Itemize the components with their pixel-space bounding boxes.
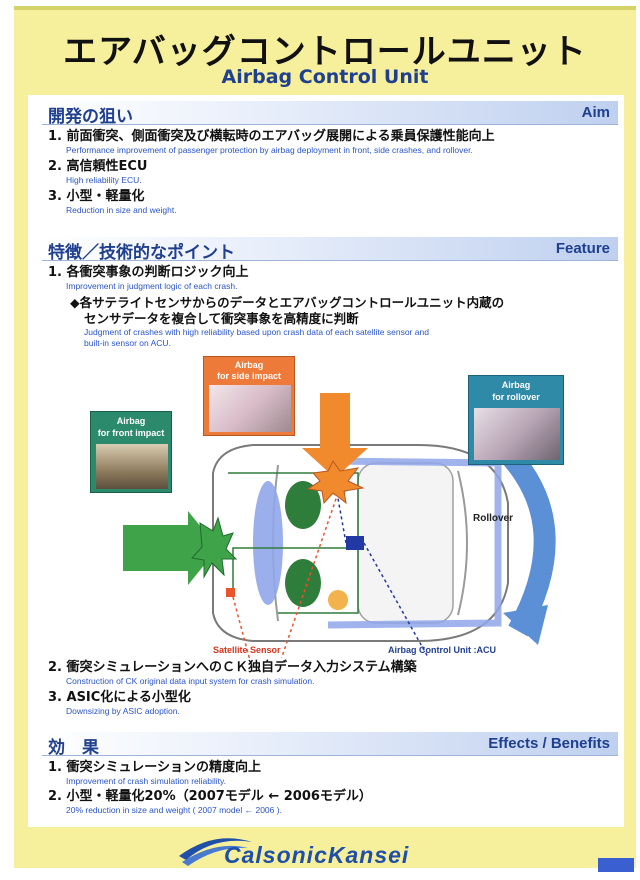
rollover-label-2: for rollover — [492, 392, 540, 402]
aim-item-2: 2. 高信頼性ECU High reliability ECU. — [48, 159, 618, 186]
side-impact-label-2: for side impact — [216, 371, 281, 381]
aim-item-2-jp: 2. 高信頼性ECU — [48, 159, 148, 174]
acu-label: Airbag Control Unit :ACU — [388, 645, 496, 655]
feature-item-2-jp: 2. 衝突シミュレーションへのＣＫ独自データ入力システム構築 — [48, 660, 417, 675]
effects-section-header: 効 果 Effects / Benefits — [42, 732, 618, 758]
effects-item-2-jp: 2. 小型・軽量化20%（2007モデル ← 2006モデル） — [48, 789, 372, 804]
aim-item-3: 3. 小型・軽量化 Reduction in size and weight. — [48, 189, 618, 216]
page-background: エアバッグコントロールユニット Airbag Control Unit 開発の狙… — [14, 6, 636, 868]
logo-swoosh-icon — [179, 838, 252, 866]
car-rear-window — [457, 470, 468, 616]
feature-heading-en: Feature — [555, 240, 610, 257]
page-title: エアバッグコントロールユニット — [63, 32, 587, 72]
feature-item-1-en: Improvement in judgment logic of each cr… — [66, 281, 238, 291]
crash-diagram-svg — [123, 393, 556, 712]
feature-item-1: 1. 各衝突事象の判断ロジック向上 Improvement in judgmen… — [48, 265, 618, 292]
corner-mark — [598, 858, 634, 872]
feature-sub-jp-line1: ◆各サテライトセンサからのデータとエアバッグコントロールユニット内蔵の — [70, 295, 505, 310]
crash-diagram: Airbag for side impact Airbag for front … — [28, 353, 624, 712]
front-impact-label-2: for front impact — [97, 428, 165, 438]
seat-rear-right — [328, 590, 348, 610]
aim-heading-jp: 開発の狙い — [48, 107, 133, 127]
rollover-photo-box: Airbag for rollover — [468, 375, 564, 465]
feature-subpoint: ◆各サテライトセンサからのデータとエアバッグコントロールユニット内蔵の センサデ… — [70, 295, 610, 349]
feature-section-header: 特徴／技術的なポイント Feature — [42, 237, 618, 263]
effects-item-1-en: Improvement of crash simulation reliabil… — [66, 776, 226, 786]
aim-heading-en: Aim — [581, 104, 610, 121]
logo-text: CalsonicKansei — [224, 842, 410, 868]
acu-marker — [346, 536, 364, 550]
rollover-label-1: Airbag — [501, 380, 531, 390]
effects-item-2: 2. 小型・軽量化20%（2007モデル ← 2006モデル） 20% redu… — [48, 789, 618, 816]
side-impact-photo-box: Airbag for side impact — [203, 356, 295, 436]
side-impact-label-1: Airbag — [234, 360, 264, 370]
side-impact-arrow — [302, 393, 368, 478]
rollover-arrow-head — [503, 605, 548, 645]
front-impact-label-1: Airbag — [116, 416, 146, 426]
effects-heading-en: Effects / Benefits — [488, 735, 610, 752]
side-curtain-airbag — [327, 457, 502, 629]
rollover-arrow — [495, 440, 556, 637]
aim-item-1: 1. 前面衝突、側面衝突及び横転時のエアバッグ展開による乗員保護性能向上 Per… — [48, 129, 618, 156]
feature-sub-en-line2: built-in sensor on ACU. — [84, 338, 171, 348]
effects-item-1-jp: 1. 衝突シミュレーションの精度向上 — [48, 760, 261, 775]
front-impact-photo — [96, 444, 168, 489]
rollover-photo — [474, 408, 560, 460]
feature-sub-jp-line2: センサデータを複合して衝突事象を高精度に判断 — [84, 311, 359, 326]
feature-item-2: 2. 衝突シミュレーションへのＣＫ独自データ入力システム構築 Construct… — [48, 660, 618, 687]
front-impact-photo-box: Airbag for front impact — [90, 411, 172, 493]
feature-item-3-en: Downsizing by ASIC adoption. — [66, 706, 180, 716]
dotted-arrow-acu — [363, 542, 439, 676]
satellite-sensor-label: Satellite Sensor — [213, 645, 281, 655]
rollover-text: Rollover — [473, 513, 514, 524]
feature-item-3-jp: 3. ASIC化による小型化 — [48, 690, 191, 705]
aim-item-2-en: High reliability ECU. — [66, 175, 142, 185]
feature-item-1-jp: 1. 各衝突事象の判断ロジック向上 — [48, 265, 249, 280]
front-airbag-blue — [253, 481, 283, 605]
feature-item-2-en: Construction of CK original data input s… — [66, 676, 315, 686]
seat-front-right — [285, 559, 321, 607]
front-impact-arrow — [123, 511, 218, 585]
side-impact-photo — [209, 385, 291, 432]
effects-heading-jp: 効 果 — [48, 738, 99, 758]
feature-sub-en-line1: Judgment of crashes with high reliabilit… — [84, 327, 429, 337]
aim-item-1-jp: 1. 前面衝突、側面衝突及び横転時のエアバッグ展開による乗員保護性能向上 — [48, 129, 495, 144]
aim-item-3-jp: 3. 小型・軽量化 — [48, 189, 145, 204]
seat-front-left — [285, 481, 321, 529]
effects-item-2-en: 20% reduction in size and weight ( 2007 … — [66, 805, 282, 815]
feature-item-3: 3. ASIC化による小型化 Downsizing by ASIC adopti… — [48, 690, 618, 717]
front-sensor-marker — [226, 588, 235, 597]
effects-item-1: 1. 衝突シミュレーションの精度向上 Improvement of crash … — [48, 760, 618, 787]
car-roof — [357, 462, 454, 624]
side-impact-burst — [306, 460, 365, 505]
aim-section-header: 開発の狙い Aim — [42, 101, 618, 127]
front-impact-burst — [191, 516, 238, 579]
content-panel: 開発の狙い Aim 1. 前面衝突、側面衝突及び横転時のエアバッグ展開による乗員… — [28, 95, 624, 827]
page-subtitle: Airbag Control Unit — [221, 66, 429, 88]
company-logo: CalsonicKansei — [154, 832, 494, 872]
aim-item-1-en: Performance improvement of passenger pro… — [66, 145, 473, 155]
feature-heading-jp: 特徴／技術的なポイント — [48, 243, 235, 263]
aim-item-3-en: Reduction in size and weight. — [66, 205, 177, 215]
